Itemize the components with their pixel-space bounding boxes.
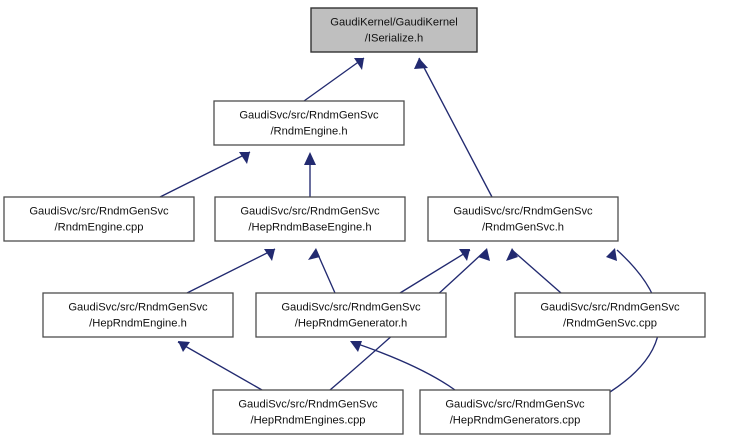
node-box[interactable] xyxy=(255,292,447,338)
node-rndmengine_h[interactable]: GaudiSvc/src/RndmGenSvc/RndmEngine.h xyxy=(213,100,405,146)
node-box[interactable] xyxy=(213,100,405,146)
node-box[interactable] xyxy=(3,196,195,242)
node-box[interactable] xyxy=(212,389,404,435)
edge-rndmgensvc_cpp-to-rndmgensvc_h xyxy=(506,248,562,294)
node-label-line1: GaudiSvc/src/RndmGenSvc xyxy=(540,301,680,313)
edge-line xyxy=(303,57,365,102)
arrowhead-icon xyxy=(178,341,190,352)
node-rndmgensvc_cpp[interactable]: GaudiSvc/src/RndmGenSvc/RndmGenSvc.cpp xyxy=(514,292,706,338)
node-rndmgensvc_h[interactable]: GaudiSvc/src/RndmGenSvc/RndmGenSvc.h xyxy=(427,196,619,242)
node-label-line1: GaudiSvc/src/RndmGenSvc xyxy=(281,301,421,313)
arrowhead-icon xyxy=(414,58,428,69)
edge-line xyxy=(351,341,456,391)
arrowhead-icon xyxy=(478,248,490,261)
node-label-line2: /HepRndmGenerators.cpp xyxy=(450,414,581,426)
node-box[interactable] xyxy=(514,292,706,338)
node-label-line2: /RndmGenSvc.cpp xyxy=(563,317,657,329)
node-rndmengine_cpp[interactable]: GaudiSvc/src/RndmGenSvc/RndmEngine.cpp xyxy=(3,196,195,242)
node-label-line2: /RndmEngine.cpp xyxy=(55,221,144,233)
edge-line xyxy=(511,249,562,294)
node-label-line2: /HepRndmEngines.cpp xyxy=(250,414,365,426)
nodes-layer: GaudiKernel/GaudiKernel/ISerialize.hGaud… xyxy=(3,7,706,435)
node-heprndmgenerator_h[interactable]: GaudiSvc/src/RndmGenSvc/HepRndmGenerator… xyxy=(255,292,447,338)
edge-line xyxy=(418,57,493,198)
edge-rndmengine_h-to-iserialize xyxy=(303,57,365,102)
arrowhead-icon xyxy=(304,152,316,165)
edge-rndmgensvc_h-to-iserialize xyxy=(414,57,493,198)
node-label-line1: GaudiKernel/GaudiKernel xyxy=(330,16,458,28)
edge-heprndmengines_cpp-to-heprndmengine_h xyxy=(177,341,263,391)
node-box[interactable] xyxy=(419,389,611,435)
node-label-line2: /HepRndmBaseEngine.h xyxy=(248,221,371,233)
node-box[interactable] xyxy=(427,196,619,242)
edge-line xyxy=(159,151,251,198)
edge-heprndmbaseengine_h-to-rndmengine_h xyxy=(304,152,316,197)
arrowhead-icon xyxy=(459,249,470,261)
node-label-line1: GaudiSvc/src/RndmGenSvc xyxy=(453,205,593,217)
node-label-line1: GaudiSvc/src/RndmGenSvc xyxy=(29,205,169,217)
edge-heprndmgenerator_h-to-rndmgensvc_h xyxy=(399,249,471,294)
node-heprndmbaseengine_h[interactable]: GaudiSvc/src/RndmGenSvc/HepRndmBaseEngin… xyxy=(214,196,406,242)
node-label-line2: /RndmEngine.h xyxy=(270,125,347,137)
node-label-line1: GaudiSvc/src/RndmGenSvc xyxy=(239,109,379,121)
node-label-line2: /RndmGenSvc.h xyxy=(482,221,564,233)
arrowhead-icon xyxy=(308,248,320,260)
node-label-line2: /ISerialize.h xyxy=(365,32,423,44)
arrowhead-icon xyxy=(264,249,275,261)
node-label-line2: /HepRndmEngine.h xyxy=(89,317,187,329)
node-label-line1: GaudiSvc/src/RndmGenSvc xyxy=(68,301,208,313)
node-iserialize[interactable]: GaudiKernel/GaudiKernel/ISerialize.h xyxy=(310,7,478,53)
edge-heprndmengine_h-to-heprndmbaseengine_h xyxy=(186,248,276,294)
node-heprndmengines_cpp[interactable]: GaudiSvc/src/RndmGenSvc/HepRndmEngines.c… xyxy=(212,389,404,435)
edge-heprndmgenerators_cpp-to-heprndmgenerator_h xyxy=(350,341,456,391)
node-label-line1: GaudiSvc/src/RndmGenSvc xyxy=(445,398,585,410)
node-heprndmengine_h[interactable]: GaudiSvc/src/RndmGenSvc/HepRndmEngine.h xyxy=(42,292,234,338)
arrowhead-icon xyxy=(506,248,518,261)
node-label-line1: GaudiSvc/src/RndmGenSvc xyxy=(238,398,378,410)
arrowhead-icon xyxy=(350,341,362,352)
node-heprndmgenerators_cpp[interactable]: GaudiSvc/src/RndmGenSvc/HepRndmGenerator… xyxy=(419,389,611,435)
edge-line xyxy=(177,341,263,391)
edge-rndmengine_cpp-to-rndmengine_h xyxy=(159,151,251,198)
edge-line xyxy=(186,248,276,294)
arrowhead-icon xyxy=(354,58,364,70)
node-box[interactable] xyxy=(214,196,406,242)
edge-line xyxy=(399,249,471,294)
node-box[interactable] xyxy=(310,7,478,53)
arrowhead-icon xyxy=(239,152,250,164)
node-label-line1: GaudiSvc/src/RndmGenSvc xyxy=(240,205,380,217)
arrowhead-icon xyxy=(606,248,617,261)
node-label-line2: /HepRndmGenerator.h xyxy=(295,317,408,329)
node-box[interactable] xyxy=(42,292,234,338)
edge-heprndmgenerator_h-to-heprndmbaseengine_h xyxy=(308,248,336,294)
